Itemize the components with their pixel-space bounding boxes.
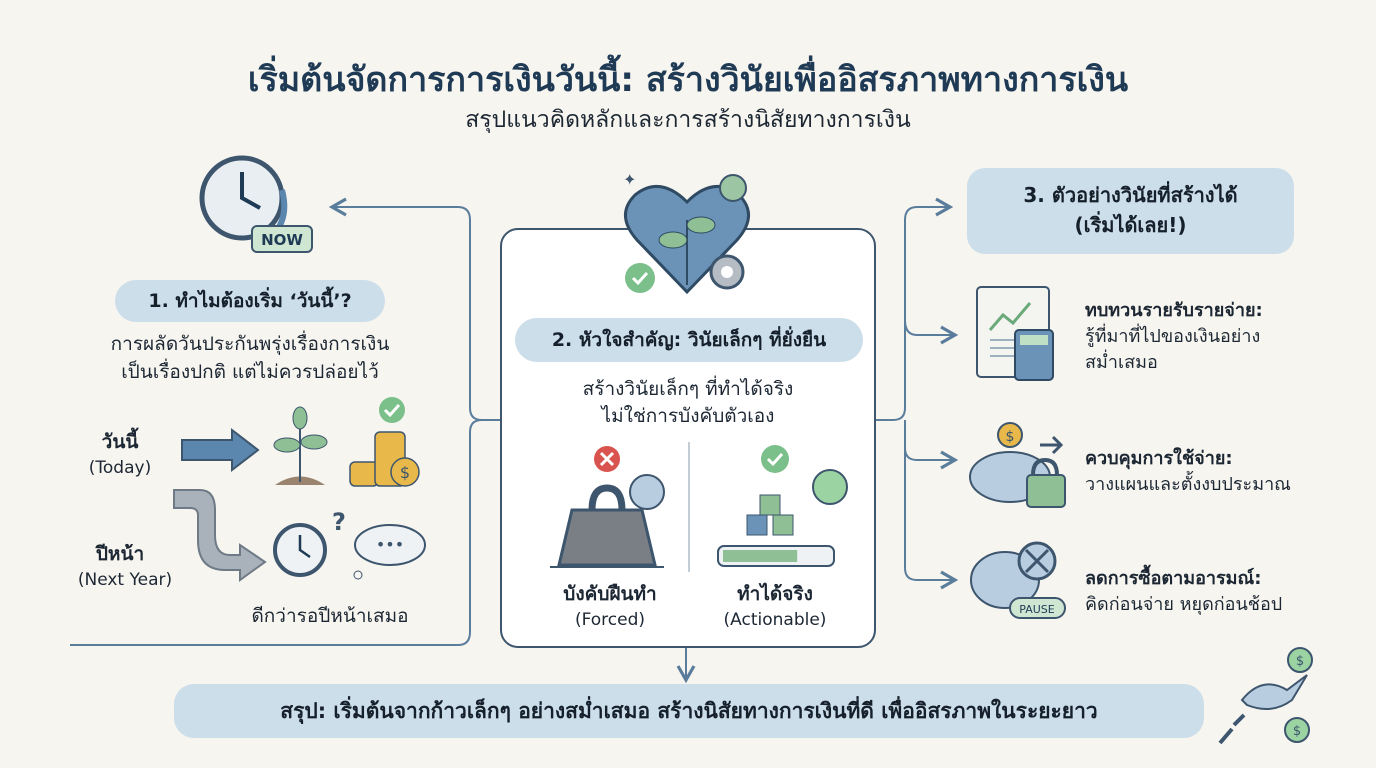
actionable-label: ทำได้จริง — [737, 583, 813, 605]
section1-desc-1: การผลัดวันประกันพรุ่งเรื่องการเงิน — [110, 333, 390, 355]
next-year-label: ปีหน้า — [95, 543, 145, 565]
clock-now-icon: NOW — [199, 155, 313, 253]
section2-heading: 2. หัวใจสำคัญ: วินัยเล็กๆ ที่ยั่งยืน — [515, 318, 863, 362]
item-desc: วางแผนและตั้งงบประมาณ — [1085, 474, 1291, 495]
item-desc: รู้ที่มาที่ไปของเงินอย่าง — [1085, 326, 1261, 347]
section2-desc-2: ไม่ใช่การบังคับตัวเอง — [601, 405, 775, 427]
piggy-bank-lock-icon: $ — [969, 422, 1066, 508]
coins-icon: $ — [349, 431, 420, 487]
item-control-spending: ควบคุมการใช้จ่าย: วางแผนและตั้งงบประมาณ — [1085, 443, 1365, 498]
forced-label: บังคับฝืนทำ — [563, 583, 657, 605]
next-year-label-en: (Next Year) — [77, 570, 173, 590]
section3-heading-2: (เริ่มได้เลย!) — [1074, 213, 1187, 237]
forced-label-en: (Forced) — [574, 610, 646, 630]
svg-text:•••: ••• — [376, 535, 404, 554]
heart-sprout-gear-icon: ✦ — [623, 170, 750, 295]
summary-banner: สรุป: เริ่มต้นจากก้าวเล็กๆ อย่างสม่ำเสมอ… — [174, 684, 1204, 738]
today-label: วันนี้ — [101, 431, 139, 453]
item-review-income-expense: ทบทวนรายรับรายจ่าย: รู้ที่มาที่ไปของเงิน… — [1085, 295, 1355, 376]
progress-fill — [723, 550, 798, 562]
check-icon — [379, 397, 405, 423]
item-title: ควบคุมการใช้จ่าย: — [1085, 448, 1233, 469]
pause-label: PAUSE — [1019, 603, 1054, 616]
clock-question-icon: ? — [273, 508, 346, 577]
svg-text:$: $ — [1006, 429, 1015, 445]
arrow-right-icon — [181, 427, 260, 473]
thought-cloud-icon: ••• — [353, 524, 426, 580]
section1-heading: 1. ทำไมต้องเริ่ม ‘วันนี้’? — [115, 280, 385, 322]
svg-text:✦: ✦ — [623, 170, 636, 189]
item-reduce-impulse-buying: ลดการซื้อตามอารมณ์: คิดก่อนจ่าย หยุดก่อน… — [1085, 563, 1365, 618]
ledger-calculator-icon — [976, 286, 1054, 381]
item-title: ทบทวนรายรับรายจ่าย: — [1085, 300, 1263, 321]
svg-text:$: $ — [400, 463, 410, 482]
item-desc: สม่ำเสมอ — [1085, 352, 1158, 373]
section1-desc-2: เป็นเรื่องปกติ แต่ไม่ควรปล่อยไว้ — [121, 361, 379, 383]
brain-pause-icon: PAUSE — [970, 541, 1066, 619]
section2-card — [500, 228, 876, 648]
sprout-icon — [273, 406, 328, 485]
item-title: ลดการซื้อตามอารมณ์: — [1085, 568, 1262, 589]
divider — [688, 442, 690, 572]
page-subtitle: สรุปแนวคิดหลักและการสร้างนิสัยทางการเงิน — [465, 107, 911, 133]
section1-caption: ดีกว่ารอปีหน้าเสมอ — [251, 605, 409, 627]
curved-arrow-icon — [173, 489, 267, 582]
now-badge: NOW — [261, 231, 303, 249]
freedom-bird-icon: $ $ — [1218, 647, 1313, 745]
section3-heading-1: 3. ตัวอย่างวินัยที่สร้างได้ — [1023, 183, 1238, 207]
svg-text:$: $ — [1293, 724, 1301, 739]
svg-text:$: $ — [1296, 654, 1304, 669]
forced-vs-actionable-illustration — [550, 445, 848, 568]
svg-text:?: ? — [332, 508, 346, 536]
section3-heading: 3. ตัวอย่างวินัยที่สร้างได้ (เริ่มได้เลย… — [967, 168, 1294, 254]
item-desc: คิดก่อนจ่าย หยุดก่อนช้อป — [1085, 594, 1283, 615]
actionable-label-en: (Actionable) — [723, 610, 827, 630]
page-title: เริ่มต้นจัดการการเงินวันนี้: สร้างวินัยเ… — [247, 60, 1129, 100]
today-vs-next-illustration: $ ? ••• — [173, 397, 426, 582]
section2-desc-1: สร้างวินัยเล็กๆ ที่ทำได้จริง — [582, 378, 794, 400]
today-label-en: (Today) — [88, 458, 152, 478]
blocks-progress-icon — [717, 445, 848, 567]
weight-icon — [550, 446, 665, 568]
